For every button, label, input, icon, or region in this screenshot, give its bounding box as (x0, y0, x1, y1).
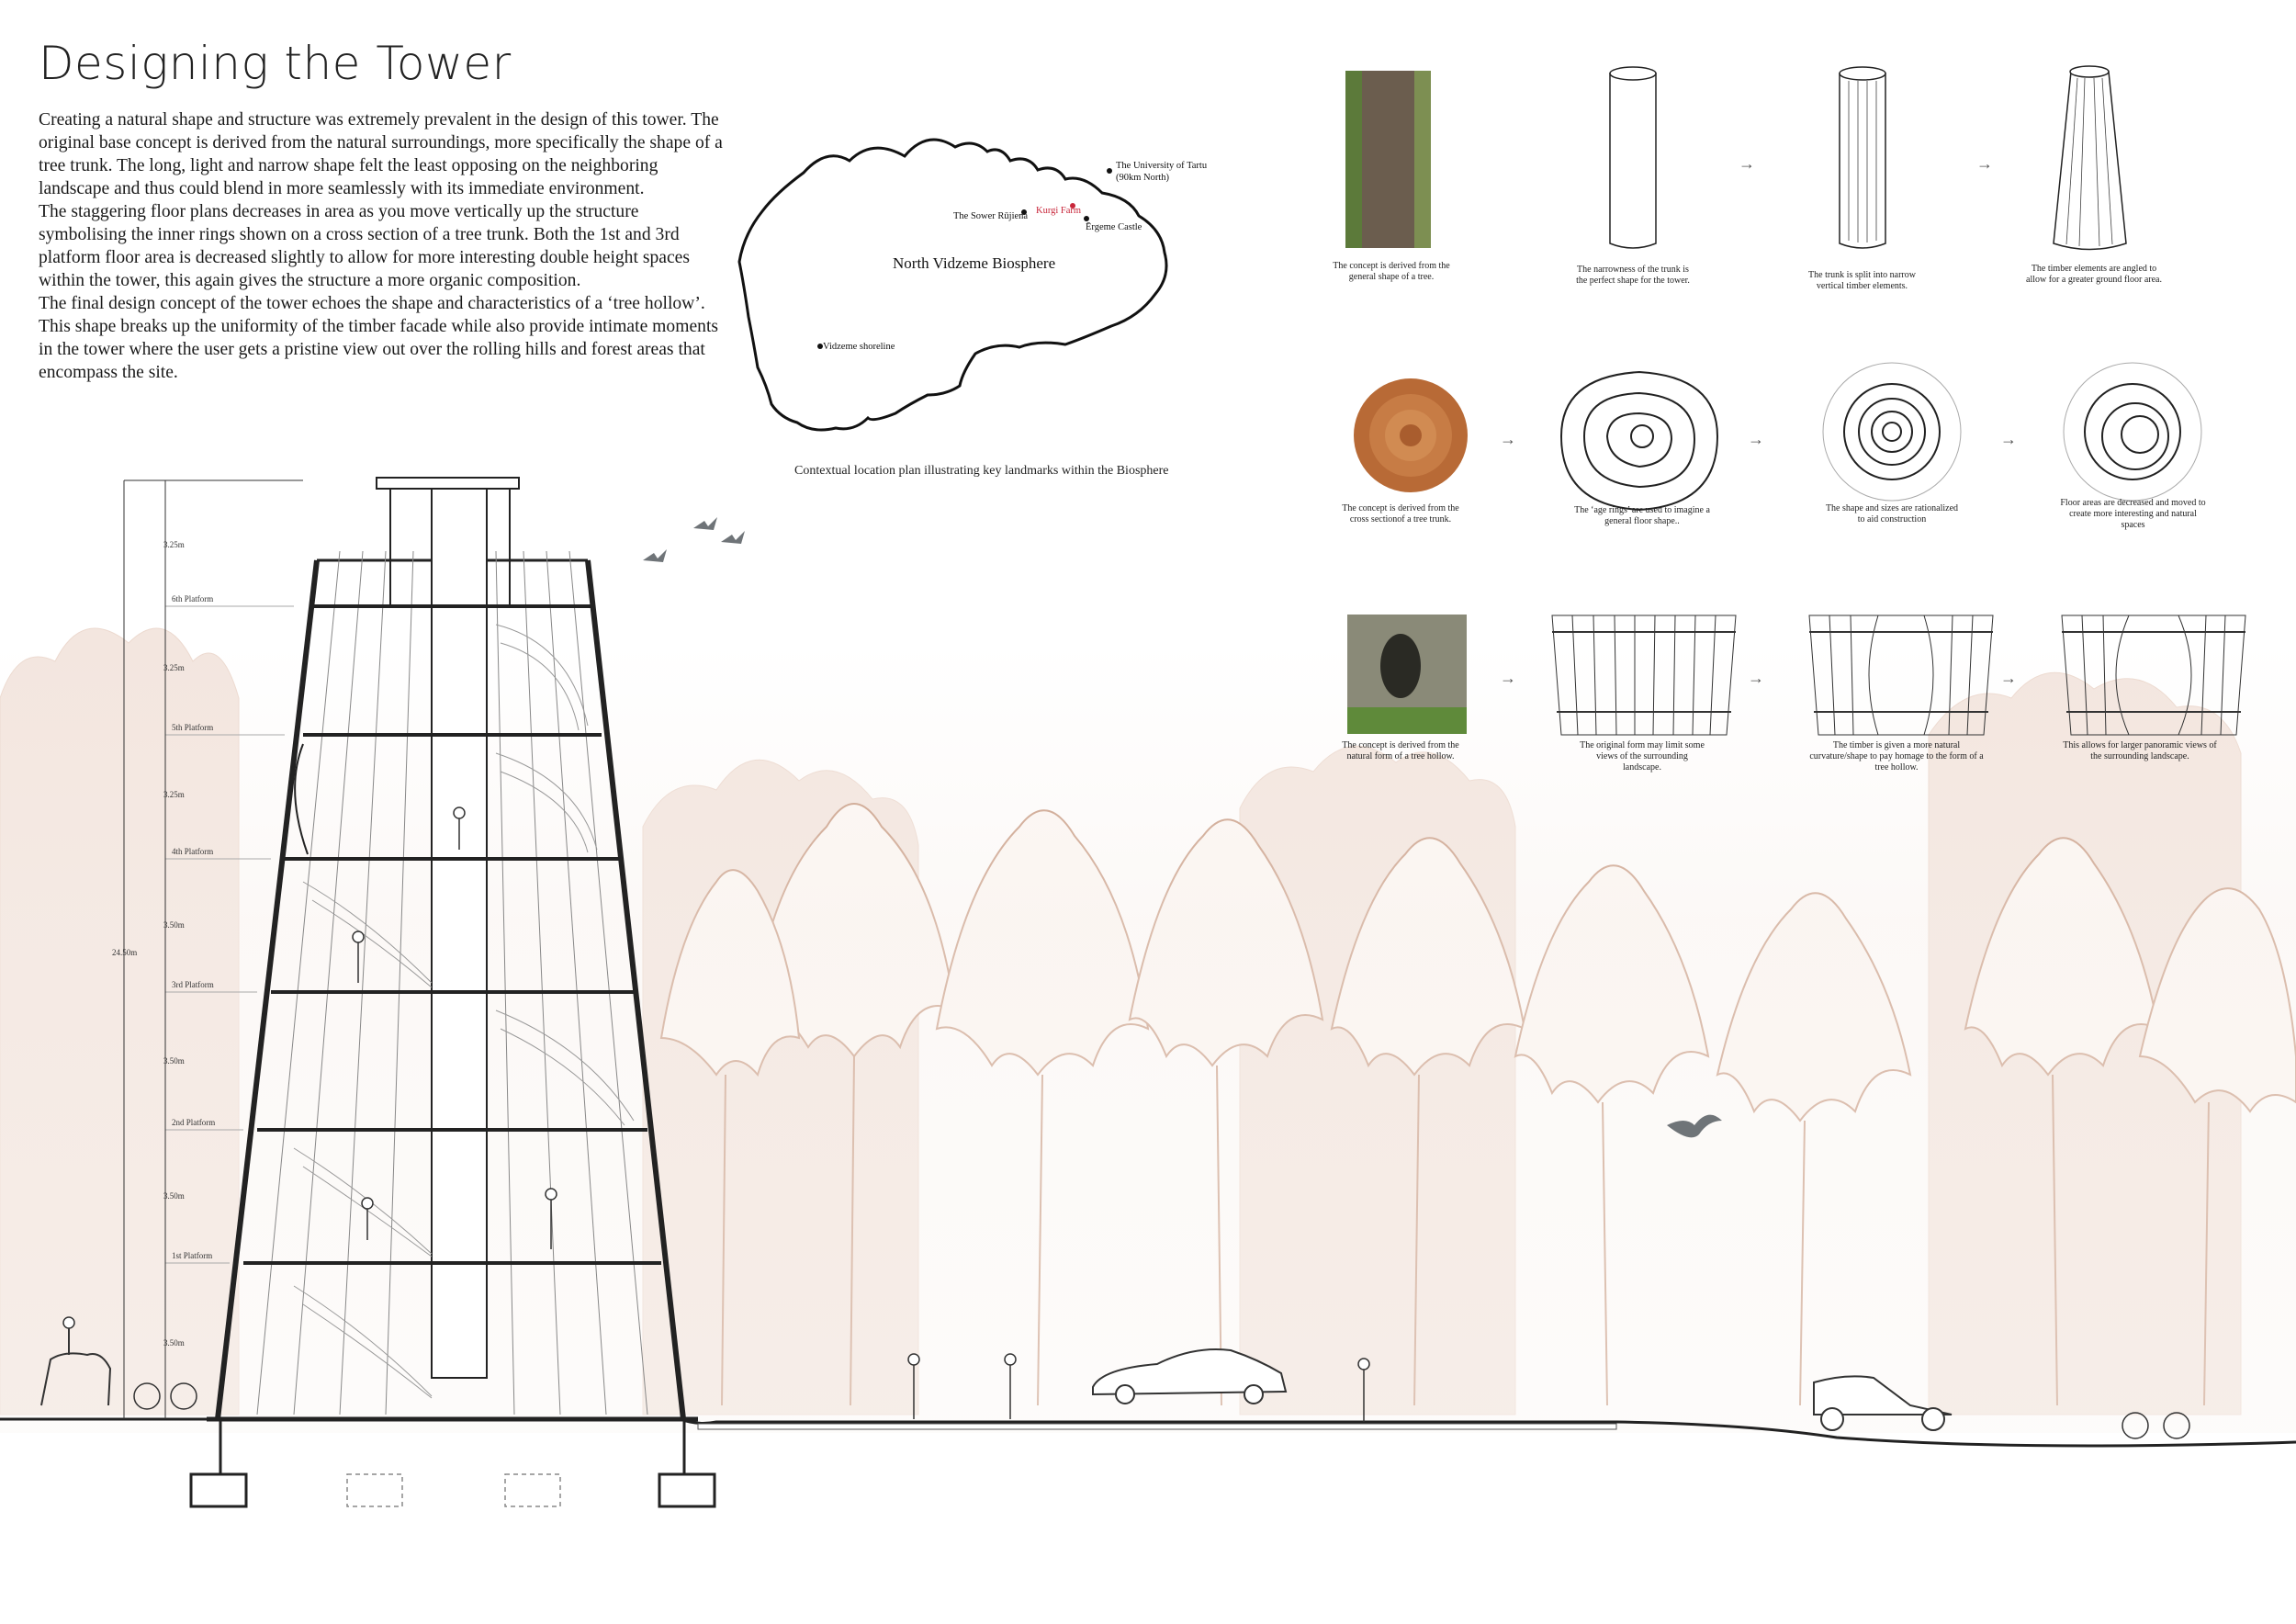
hollow-diagrams (1551, 615, 2246, 736)
path-boardwalk (697, 1423, 1617, 1430)
dimension-chain (123, 479, 303, 1419)
dim-label: 3.50m (163, 1056, 185, 1066)
arrow-icon: → (1500, 430, 1516, 448)
trunk-diagrams (1609, 65, 2127, 251)
dim-label: 3.25m (163, 663, 185, 672)
dim-label: 3.25m (163, 790, 185, 799)
label-tower: The Sower Rūjiena (953, 211, 1028, 221)
marker-shoreline (817, 344, 823, 349)
platform-label: 4th Platform (172, 847, 213, 856)
arrow-icon: → (1500, 669, 1516, 687)
concept-caption: This allows for larger panoramic views o… (2063, 740, 2217, 761)
arrow-icon: → (1748, 430, 1764, 448)
dimension-text: 3.25m 3.25m 3.25m 3.50m 3.50m 3.50m 3.50… (112, 540, 215, 1348)
dim-label: 3.50m (163, 1338, 185, 1348)
vintage-car (1813, 1375, 1953, 1415)
arrow-icon: → (2000, 669, 2017, 687)
label-region: North Vidzeme Biosphere (893, 254, 1055, 272)
footing-left (189, 1472, 248, 1508)
concept-caption: The ‘age rings’ are used to imagine a ge… (1574, 505, 1710, 526)
intro-paragraph: The staggering floor plans decreases in … (39, 202, 690, 290)
concept-caption: The timber is given a more natural curva… (1809, 740, 1984, 773)
marker-tower (1021, 209, 1027, 215)
arrow-icon: → (2000, 430, 2017, 448)
tower-right-leg (585, 559, 686, 1420)
person-figure (361, 1197, 374, 1240)
dim-label: 3.25m (163, 540, 185, 549)
bird-icon (1667, 1114, 1722, 1138)
dim-label: 3.50m (163, 920, 185, 930)
intro-paragraph: The final design concept of the tower ec… (39, 294, 719, 382)
map-labels: The University of Tartu (90km North) The… (823, 161, 1208, 352)
arrow-icon: → (1748, 669, 1764, 687)
tower (189, 477, 716, 1508)
concept-caption: The original form may limit some views o… (1580, 740, 1705, 773)
map-markers (817, 168, 1112, 349)
label-ergeme: Ērgeme Castle (1086, 222, 1142, 232)
dim-label: 3.50m (163, 1191, 185, 1201)
tower-hollow (294, 743, 309, 855)
fog-overlay (0, 643, 2296, 1433)
concept-caption: The shape and sizes are rationalized to … (1825, 503, 1959, 524)
platform-label: 3rd Platform (172, 980, 214, 989)
marker-ergeme (1084, 216, 1089, 221)
arrow-icon: → (1976, 154, 1993, 173)
person-figure (907, 1353, 920, 1419)
label-tartu-note: (90km North) (1116, 173, 1170, 183)
horse-rider (40, 1327, 112, 1406)
birds (643, 517, 1722, 1138)
page-title: Designing the Tower (39, 37, 512, 90)
total-height-label: 24.50m (112, 948, 137, 957)
concept-caption: The concept is derived from the cross se… (1342, 503, 1459, 524)
bird-icon (693, 517, 717, 530)
bird-icon (721, 531, 745, 544)
intro-text: Creating a natural shape and structure w… (39, 108, 727, 384)
ground-line (0, 1417, 2296, 1448)
arrow-icon: → (1739, 154, 1755, 173)
people (352, 806, 1370, 1422)
concept-caption: The concept is derived from the general … (1333, 261, 1450, 282)
footing-right (658, 1472, 716, 1508)
person-figure (352, 930, 365, 983)
concept-caption: Floor areas are decreased and moved to c… (2060, 498, 2206, 530)
bicycle (133, 1382, 2190, 1439)
biosphere-outline (737, 138, 1168, 432)
concept-caption: The trunk is split into narrow vertical … (1808, 270, 1916, 291)
person-figure (1357, 1358, 1370, 1422)
concept-caption: The timber elements are angled to allow … (2026, 264, 2162, 285)
marker-kurgi (1070, 203, 1075, 209)
person-figure (545, 1188, 557, 1249)
label-shoreline: Vidzeme shoreline (823, 342, 895, 352)
map-caption: Contextual location plan illustrating ke… (794, 464, 1169, 478)
platform-label: 2nd Platform (172, 1118, 215, 1127)
intro-paragraph: Creating a natural shape and structure w… (39, 110, 723, 198)
concept-caption: The narrowness of the trunk is the perfe… (1576, 265, 1690, 286)
tower-canopy (376, 477, 520, 490)
concept-caption: The concept is derived from the natural … (1342, 740, 1459, 761)
person-figure (1004, 1353, 1017, 1419)
label-kurgi: Kurgi Farm (1036, 206, 1081, 216)
tower-left-leg (215, 559, 320, 1420)
tower-core (431, 477, 488, 1379)
bird-icon (643, 549, 667, 562)
label-tartu: The University of Tartu (1116, 161, 1208, 171)
platform-label: 6th Platform (172, 594, 213, 603)
marker-tartu (1107, 168, 1112, 174)
car-sedan (1092, 1348, 1288, 1396)
person-figure (453, 806, 466, 850)
platform-label: 1st Platform (172, 1251, 212, 1260)
ring-diagrams (1559, 362, 2202, 512)
platform-label: 5th Platform (172, 723, 213, 732)
